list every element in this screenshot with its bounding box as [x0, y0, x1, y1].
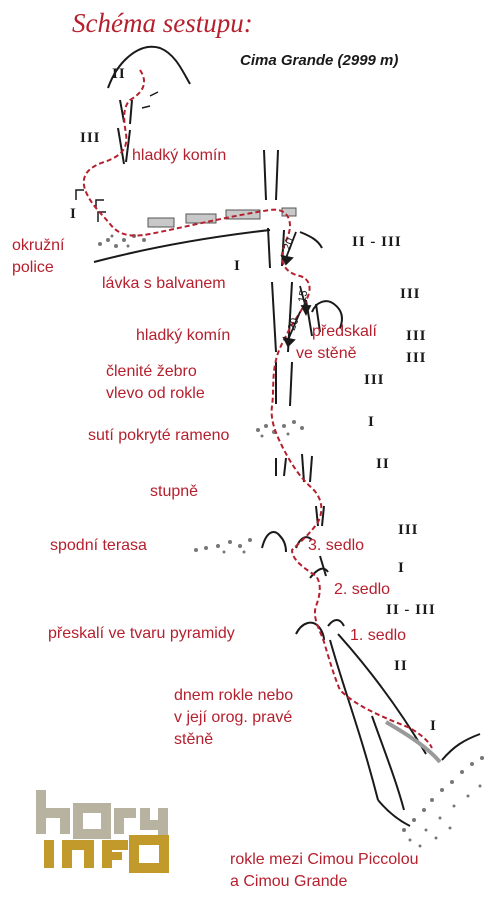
diagram-subtitle: Cima Grande (2999 m) — [240, 52, 399, 69]
label-sedlo-3: 3. sedlo — [308, 537, 365, 554]
ledge-line — [93, 229, 271, 263]
saddle-2 — [309, 567, 329, 579]
label-cimou-grande: a Cimou Grande — [230, 873, 348, 890]
grade-label: II — [112, 66, 126, 82]
label-stene: stěně — [174, 731, 214, 748]
rappel-label-1: 20 — [281, 236, 296, 252]
label-sedlo-1: 1. sedlo — [350, 627, 407, 644]
label-orog-prave: v její orog. pravé — [174, 709, 293, 726]
grade-label: II — [376, 456, 390, 472]
grade-label: II - III — [352, 234, 402, 250]
label-hladky-komin-upper: hladký komín — [132, 147, 227, 164]
grade-label: I — [398, 560, 405, 576]
saddle-3 — [261, 531, 287, 553]
saddle-1-pyramid — [295, 621, 325, 641]
grade-label: I — [368, 414, 375, 430]
grade-label: I — [234, 258, 241, 274]
descent-route — [82, 69, 433, 749]
label-stupne: stupně — [150, 483, 199, 500]
label-clenite-zebro: členité žebro — [106, 363, 197, 380]
label-hladky-komin-lower: hladký komín — [136, 327, 231, 344]
diagram-title: Schéma sestupu: — [72, 8, 253, 38]
gully-left-wall — [329, 639, 379, 801]
label-predskali: předskalí — [312, 323, 377, 340]
grade-label: III — [398, 522, 419, 538]
summit-rock — [107, 45, 191, 89]
grade-label: I — [430, 718, 437, 734]
label-spodni-terasa: spodní terasa — [50, 537, 147, 554]
terrace-scree — [194, 538, 252, 554]
label-rokle-mezi: rokle mezi Cimou Piccolou — [230, 851, 419, 868]
rappel-arrows — [280, 231, 312, 348]
grade-label: III — [364, 372, 385, 388]
label-vlevo-od-rokle: vlevo od rokle — [106, 385, 205, 402]
label-sedlo-2: 2. sedlo — [334, 581, 391, 598]
label-dnem-rokle: dnem rokle nebo — [174, 687, 294, 704]
logo-graphic — [36, 790, 169, 873]
gully-scree — [402, 756, 484, 848]
predskali-rock — [311, 300, 343, 329]
rappel-label-3: 20 — [286, 317, 301, 333]
grade-label: III — [406, 328, 427, 344]
label-suti: sutí pokryté rameno — [88, 427, 230, 444]
label-ve-stene: ve stěně — [296, 345, 357, 362]
shoulder-scree — [256, 420, 304, 438]
grade-label: II - III — [386, 602, 436, 618]
grade-label: III — [400, 286, 421, 302]
grade-label: III — [80, 130, 101, 146]
grade-label: III — [406, 350, 427, 366]
label-lavka: lávka s balvanem — [102, 275, 226, 292]
grade-label: I — [70, 206, 77, 222]
label-police: police — [12, 259, 54, 276]
rappel-label-2: 15 — [296, 289, 310, 303]
gully-right-wall — [337, 633, 427, 755]
grade-label: II — [394, 658, 408, 674]
label-okruzni: okružní — [12, 237, 65, 254]
label-preskali: přeskalí ve tvaru pyramidy — [48, 625, 235, 642]
